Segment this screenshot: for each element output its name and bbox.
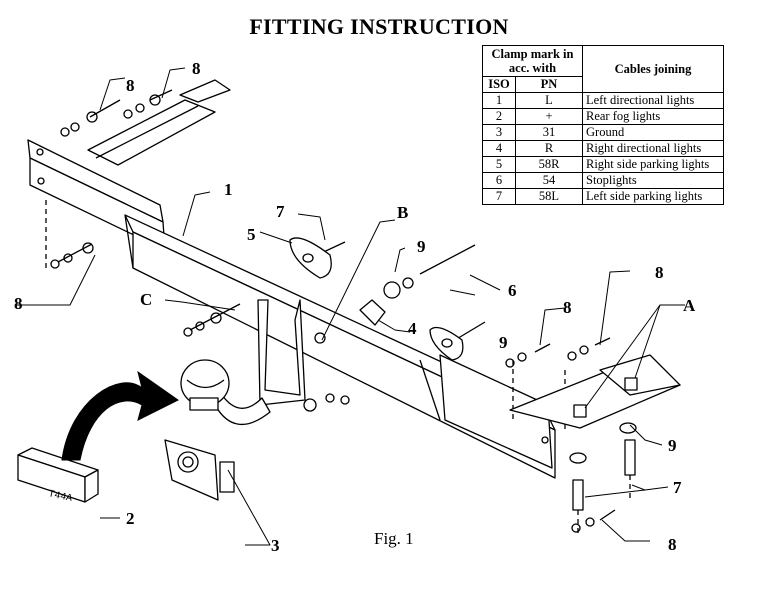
cable-cell: Rear fog lights	[582, 108, 724, 125]
iso-cell: 4	[482, 140, 516, 157]
cable-cell: Ground	[582, 124, 724, 141]
cable-cell: Right directional lights	[582, 140, 724, 157]
callout-C: C	[140, 290, 152, 309]
callout-A: A	[683, 296, 696, 315]
callout-2: 2	[126, 509, 135, 528]
header-pn: PN	[515, 76, 583, 93]
box-label: T44A	[47, 489, 73, 505]
pn-cell: 58R	[515, 156, 583, 173]
cable-cell: Left directional lights	[582, 92, 724, 109]
callout-8-c: 8	[14, 294, 23, 313]
cable-legend-table: Clamp mark in acc. with Cables joining I…	[482, 45, 724, 205]
upper-rail	[87, 79, 231, 166]
table-row: 6 54 Stoplights	[482, 172, 724, 189]
tow-neck	[214, 299, 306, 426]
pn-cell: R	[515, 140, 583, 157]
tow-ball	[180, 359, 230, 411]
callout-8-a: 8	[126, 76, 135, 95]
cable-cell: Right side parking lights	[582, 156, 724, 173]
table-row: 4 R Right directional lights	[482, 140, 724, 157]
callout-5: 5	[247, 225, 256, 244]
cable-cell: Stoplights	[582, 172, 724, 189]
callout-1: 1	[224, 180, 233, 199]
callout-9-a: 9	[417, 237, 426, 256]
callout-7-top: 7	[276, 202, 285, 221]
pn-cell: 58L	[515, 188, 583, 205]
cable-cell: Left side parking lights	[582, 188, 724, 205]
table-row: 3 31 Ground	[482, 124, 724, 141]
callout-6: 6	[508, 281, 517, 300]
header-iso: ISO	[482, 76, 516, 93]
callout-labels: 1 2 3 4 5 6 7 7 8 8 8 8 8 8 9 9 9 A B C	[14, 59, 696, 555]
pn-cell: +	[515, 108, 583, 125]
callout-8-d: 8	[563, 298, 572, 317]
pn-cell: 54	[515, 172, 583, 189]
table-row: 1 L Left directional lights	[482, 92, 724, 109]
figure-caption: Fig. 1	[374, 529, 414, 548]
socket-plate	[164, 439, 235, 501]
header-clamp-mark: Clamp mark in acc. with	[482, 45, 583, 77]
iso-cell: 7	[482, 188, 516, 205]
callout-8-b: 8	[192, 59, 201, 78]
iso-cell: 2	[482, 108, 516, 125]
iso-cell: 6	[482, 172, 516, 189]
page-title: FITTING INSTRUCTION	[249, 14, 509, 39]
callout-8-f: 8	[668, 535, 677, 554]
callout-B: B	[397, 203, 408, 222]
installation-arrow	[61, 370, 179, 461]
callout-9-b: 9	[499, 333, 508, 352]
iso-cell: 3	[482, 124, 516, 141]
spacers	[289, 237, 464, 361]
callout-3: 3	[271, 536, 280, 555]
callout-4: 4	[408, 319, 417, 338]
accessory-box	[17, 447, 99, 503]
iso-cell: 5	[482, 156, 516, 173]
table-row: 5 58R Right side parking lights	[482, 156, 724, 173]
callout-8-e: 8	[655, 263, 664, 282]
pn-cell: 31	[515, 124, 583, 141]
header-cables-joining: Cables joining	[582, 45, 724, 93]
table-row: 2 + Rear fog lights	[482, 108, 724, 125]
pn-cell: L	[515, 92, 583, 109]
callout-9-c: 9	[668, 436, 677, 455]
iso-cell: 1	[482, 92, 516, 109]
callout-7-bottom: 7	[673, 478, 682, 497]
table-row: 7 58L Left side parking lights	[482, 188, 724, 205]
